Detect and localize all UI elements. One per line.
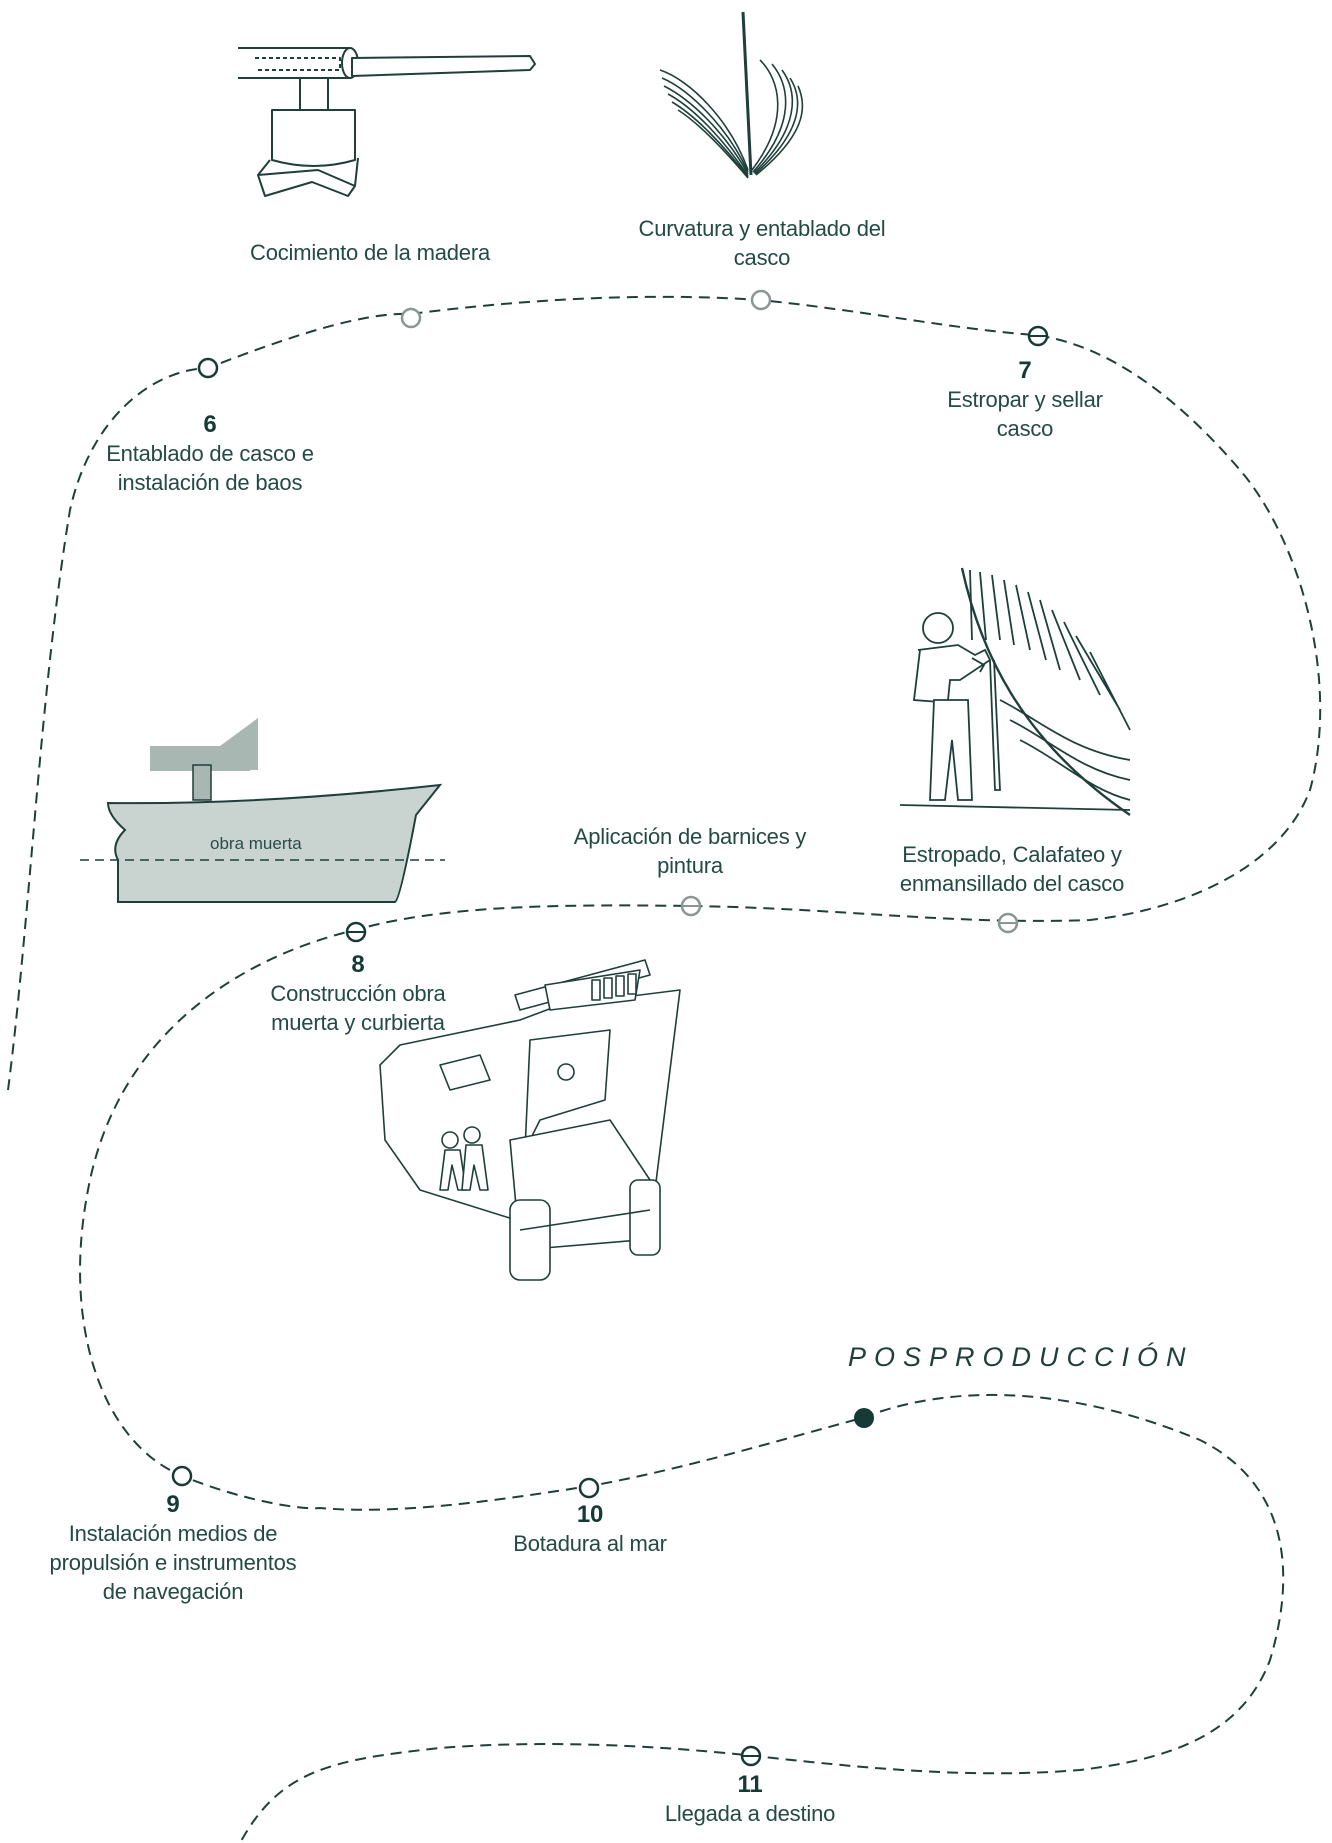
- step-8-label: 8 Construcción obra muerta y curbierta: [248, 950, 468, 1037]
- marker-step-8: [345, 921, 367, 943]
- step-text: Curvatura y entablado del casco: [638, 216, 886, 270]
- step-number: 6: [203, 411, 217, 438]
- caulker-worker-icon: [899, 567, 1131, 816]
- step-6-label: 6 Entablado de casco e instalación de ba…: [100, 410, 320, 497]
- step-text: Cocimiento de la madera: [250, 240, 490, 265]
- step-10-label: 10 Botadura al mar: [490, 1500, 690, 1558]
- step-7-label: 7 Estropar y sellar casco: [925, 356, 1125, 443]
- step-number: 10: [576, 1501, 604, 1528]
- step-cocimiento-label: Cocimiento de la madera: [250, 238, 490, 267]
- step-number: 9: [166, 1491, 180, 1518]
- step-text: Llegada a destino: [664, 1801, 836, 1826]
- steam-bending-icon: [238, 47, 536, 197]
- marker-step-9: [171, 1465, 193, 1487]
- step-text: Construcción obra muerta y curbierta: [270, 981, 446, 1035]
- step-number: 8: [351, 951, 365, 978]
- step-text: Botadura al mar: [513, 1531, 667, 1556]
- phase-label-posproduccion: POSPRODUCCIÓN: [848, 1342, 1194, 1372]
- step-curvatura-label: Curvatura y entablado del casco: [632, 214, 892, 272]
- process-route-path: [7, 295, 1322, 1843]
- step-text: Estropado, Calafateo y enmansillado del …: [899, 842, 1125, 896]
- marker-step-6: [197, 357, 219, 379]
- marker-step-10: [578, 1477, 600, 1499]
- step-11-label: 11 Llegada a destino: [640, 1770, 860, 1828]
- marker-estropado: [997, 912, 1019, 934]
- boat-hull-icon: [80, 718, 445, 903]
- step-estropado-label: Estropado, Calafateo y enmansillado del …: [882, 840, 1142, 898]
- step-barnices-label: Aplicación de barnices y pintura: [560, 822, 820, 880]
- marker-cocimiento: [400, 307, 422, 329]
- marker-step-7: [1027, 325, 1049, 347]
- marker-barnices: [680, 895, 702, 917]
- step-number: 7: [1018, 357, 1032, 384]
- step-text: Instalación medios de propulsión e instr…: [49, 1521, 297, 1604]
- hull-frames-icon: [659, 11, 804, 179]
- step-text: Entablado de casco e instalación de baos: [106, 441, 314, 495]
- step-text: Aplicación de barnices y pintura: [573, 824, 807, 878]
- boat-label-obra-muerta: obra muerta: [210, 834, 302, 853]
- marker-step-11: [740, 1745, 762, 1767]
- step-number: 11: [737, 1771, 763, 1798]
- step-text: Estropar y sellar casco: [947, 387, 1103, 441]
- marker-curvatura: [750, 289, 772, 311]
- marker-posproduccion: [854, 1408, 874, 1428]
- launch-vehicle-icon: [379, 959, 681, 1281]
- step-9-label: 9 Instalación medios de propulsión e ins…: [38, 1490, 308, 1606]
